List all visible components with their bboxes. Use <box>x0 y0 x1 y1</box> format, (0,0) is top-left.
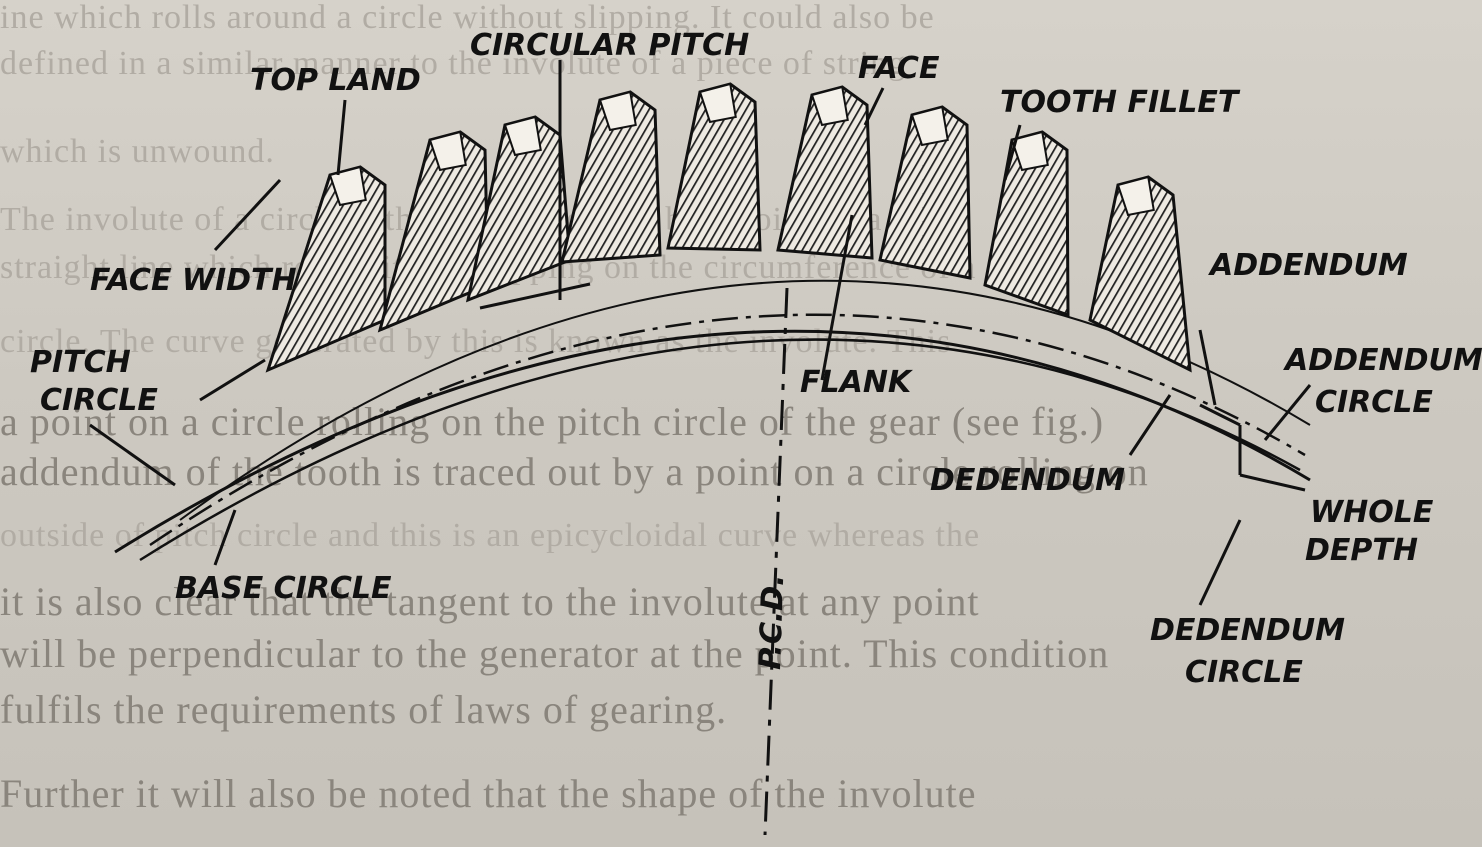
background-text-line: ine which rolls around a circle without … <box>0 0 935 36</box>
label-pcd: P.C.D. <box>753 574 791 671</box>
leader-lines <box>89 60 1312 836</box>
background-text-line: defined in a similar manner to the invol… <box>0 45 907 82</box>
addendum-circle-leader <box>1263 384 1312 441</box>
background-text-line: will be perpendicular to the generator a… <box>0 631 1110 676</box>
label-face-width: FACE WIDTH <box>90 263 297 298</box>
dedendum-circle-leader <box>1198 519 1242 606</box>
tooth-fillet-leader <box>1003 124 1022 181</box>
label-top-land: TOP LAND <box>250 63 421 98</box>
dedendum-leader <box>1128 394 1172 456</box>
tooth-top-land <box>328 165 367 207</box>
background-text-line: it is also clear that the tangent to the… <box>0 579 980 624</box>
label-text: CIRCULAR PITCH TOP LAND FACE TOOTH FILLE… <box>30 28 1482 690</box>
base-circle-leader <box>213 509 237 566</box>
pcd-line <box>763 287 789 836</box>
face-width-leader-top <box>213 178 282 252</box>
gear-tooth <box>465 115 572 303</box>
tooth-top-land <box>503 115 542 157</box>
tooth-top-land <box>1116 175 1155 217</box>
label-pitch-circle-line2: CIRCLE <box>40 383 158 418</box>
label-whole-depth-line1: WHOLE <box>1310 495 1434 530</box>
gear-teeth <box>265 82 1192 373</box>
gear-tooth <box>377 130 490 333</box>
gear-tooth <box>878 105 972 280</box>
label-dedendum-circle-line1: DEDENDUM <box>1150 613 1345 648</box>
gear-tooth <box>1088 175 1192 373</box>
background-text-line: Further it will also be noted that the s… <box>0 771 977 816</box>
label-pitch-circle-line1: PITCH <box>30 345 131 380</box>
flank-leader <box>820 214 854 381</box>
tooth-top-land <box>1010 130 1049 172</box>
label-dedendum-circle-line2: CIRCLE <box>1185 655 1303 690</box>
pitch-circle-arc <box>149 313 1306 547</box>
gear-tooth <box>776 85 874 260</box>
whole-depth-leader <box>1239 473 1306 492</box>
pitch-circle-leader <box>89 423 176 487</box>
background-text-line: circle. The curve generated by this is k… <box>0 323 952 360</box>
tooth-top-land <box>810 85 849 127</box>
label-face: FACE <box>858 51 940 86</box>
tooth-top-land <box>698 82 737 124</box>
base-circle-arc <box>114 329 1311 554</box>
dedendum-bracket <box>1199 403 1241 427</box>
top-land-leader <box>336 99 347 176</box>
gear-tooth <box>265 165 387 373</box>
background-text-line: fulfils the requirements of laws of gear… <box>0 687 728 732</box>
gear-tooth <box>666 82 762 252</box>
background-text-line: a point on a circle rolling on the pitch… <box>0 399 1105 444</box>
label-whole-depth-line2: DEPTH <box>1305 533 1418 568</box>
tooth-top-land <box>428 130 467 172</box>
circular-pitch-arrow <box>479 282 591 310</box>
label-flank: FLANK <box>800 365 914 400</box>
dedendum-circle-arc <box>139 338 1301 562</box>
label-circular-pitch: CIRCULAR PITCH <box>470 28 749 63</box>
background-text-line: addendum of the tooth is traced out by a… <box>0 449 1149 494</box>
label-addendum: ADDENDUM <box>1208 248 1408 283</box>
label-addendum-circle-line2: CIRCLE <box>1315 385 1433 420</box>
label-addendum-circle-line1: ADDENDUM <box>1283 343 1482 378</box>
face-leader <box>863 87 885 126</box>
label-tooth-fillet: TOOTH FILLET <box>1000 85 1241 120</box>
addendum-leader <box>1198 329 1217 406</box>
tooth-top-land <box>910 105 949 147</box>
label-base-circle: BASE CIRCLE <box>175 571 392 606</box>
background-text-line: which is unwound. <box>0 133 275 170</box>
face-width-leader-bottom <box>199 358 266 402</box>
gear-tooth <box>560 90 662 264</box>
label-dedendum: DEDENDUM <box>930 463 1125 498</box>
tooth-top-land <box>598 90 637 132</box>
